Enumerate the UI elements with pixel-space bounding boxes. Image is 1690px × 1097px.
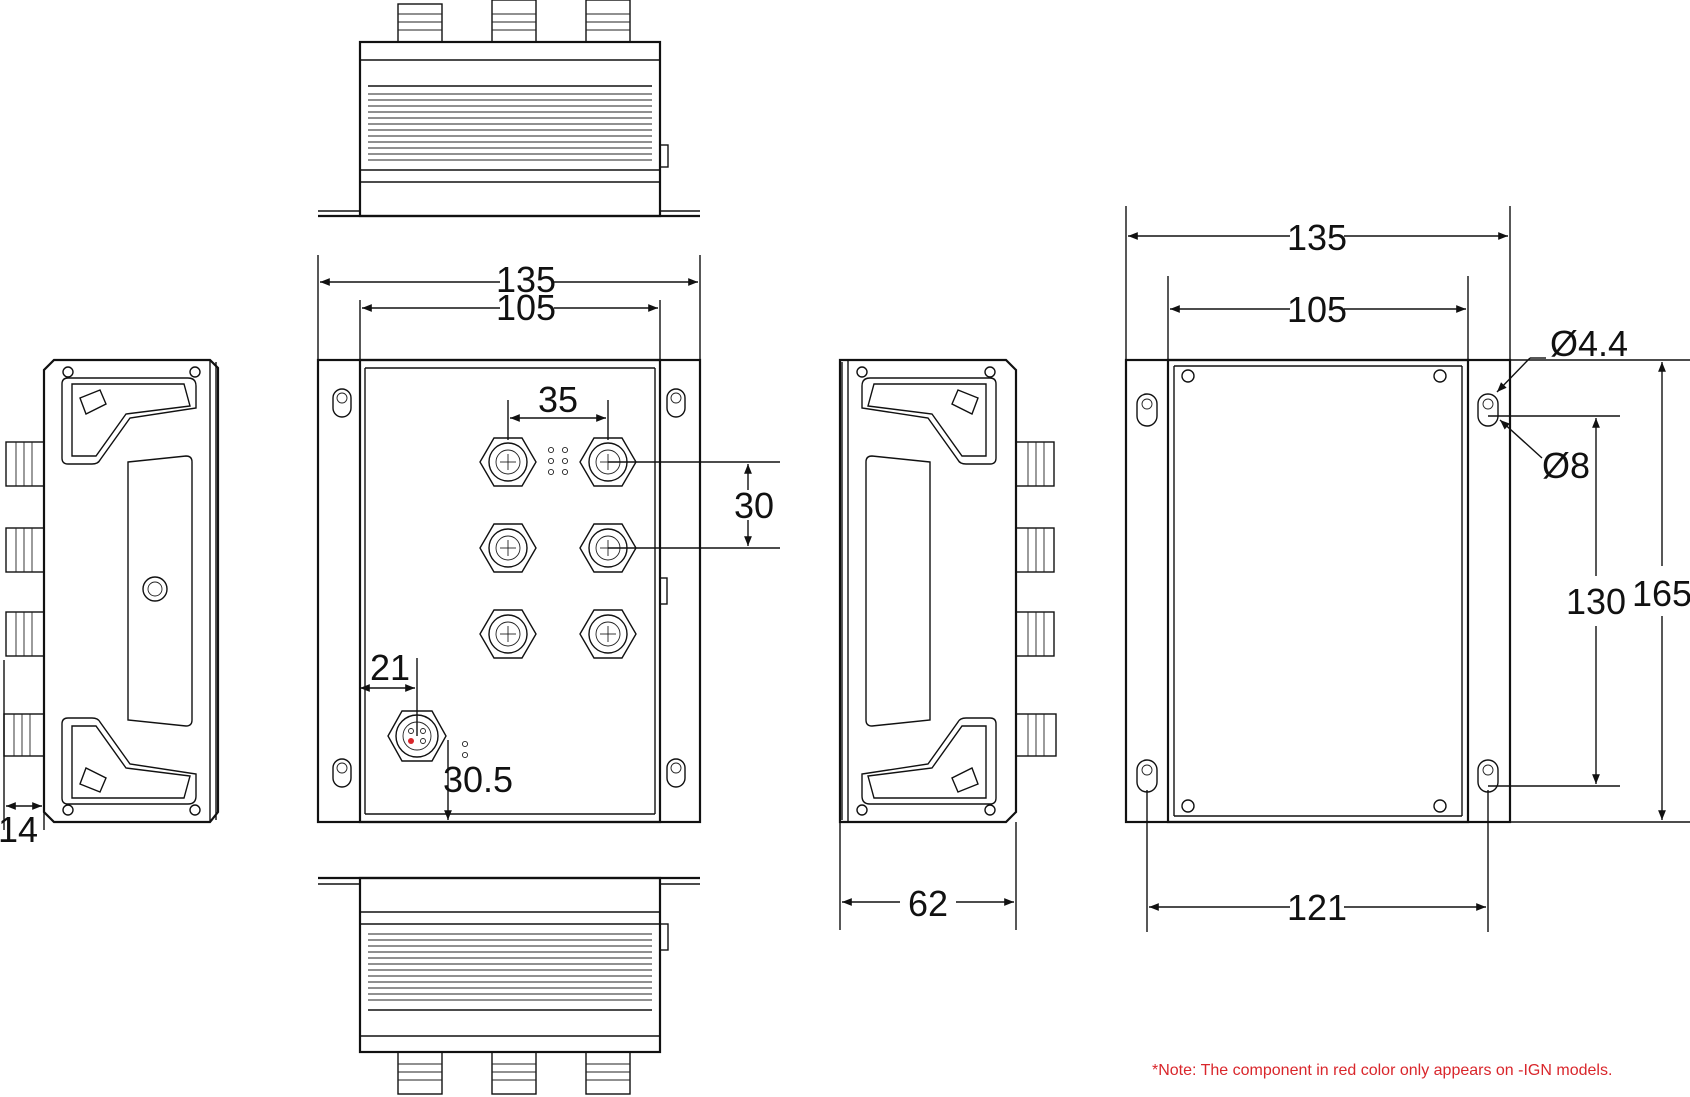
mount-slot-back-br	[1477, 759, 1499, 793]
dim-front-width-inner: 105	[496, 287, 556, 328]
side-connector-r-power	[1015, 713, 1057, 757]
side-connector-2	[5, 527, 45, 573]
connector-bottom-3	[585, 1051, 631, 1095]
dim-side-flange: 14	[0, 809, 38, 850]
dim-depth: 62	[908, 883, 948, 924]
side-connector-r1	[1015, 441, 1055, 487]
back-view: 135 105 Ø4.4 Ø8 130 165 121	[1124, 206, 1690, 932]
mount-slot-front-tr	[666, 388, 686, 418]
side-connector-1	[5, 441, 45, 487]
connector-bottom-2	[491, 1051, 537, 1095]
bottom-view	[318, 876, 700, 1095]
top-view	[318, 0, 700, 218]
port-6	[579, 609, 637, 659]
left-side-view: 14	[0, 358, 220, 850]
mount-slot-back-tl	[1136, 393, 1158, 427]
side-connector-3	[5, 611, 45, 657]
dim-port-spacing-h: 35	[538, 379, 578, 420]
port-3	[479, 523, 537, 573]
port-5	[479, 609, 537, 659]
dim-front-width-outer: 135	[496, 259, 556, 300]
connector-top-2	[491, 0, 537, 43]
power-connector	[387, 710, 469, 762]
led-indicators	[547, 446, 569, 476]
side-connector-r3	[1015, 611, 1055, 657]
port-1	[479, 437, 537, 487]
dim-port-spacing-v: 30	[734, 485, 774, 526]
dim-hole-spacing-v: 130	[1566, 581, 1626, 622]
mount-slot-front-tl	[332, 388, 352, 418]
dim-back-width-outer: 135	[1287, 217, 1347, 258]
dim-hole-small: Ø4.4	[1550, 323, 1628, 364]
ign-pin-red	[408, 738, 414, 744]
mount-slot-back-bl	[1136, 759, 1158, 793]
side-connector-power	[3, 713, 45, 757]
dim-height: 165	[1632, 573, 1690, 614]
mount-slot-back-tr	[1477, 393, 1499, 427]
dim-back-width-inner: 105	[1287, 289, 1347, 330]
front-view: 135 105 35 30 21 30.5	[316, 255, 780, 824]
dim-power-offset-x: 21	[370, 647, 410, 688]
side-connector-r2	[1015, 527, 1055, 573]
dim-hole-large: Ø8	[1542, 445, 1590, 486]
connector-top-1	[397, 3, 443, 43]
mount-slot-front-br	[666, 758, 686, 788]
mount-slot-front-bl	[332, 758, 352, 788]
connector-bottom-1	[397, 1051, 443, 1095]
dim-power-offset-y: 30.5	[443, 759, 513, 800]
right-side-view: 62	[838, 358, 1057, 930]
ign-note: *Note: The component in red color only a…	[1152, 1062, 1612, 1079]
connector-top-3	[585, 0, 631, 43]
dim-hole-spacing-h: 121	[1287, 887, 1347, 928]
